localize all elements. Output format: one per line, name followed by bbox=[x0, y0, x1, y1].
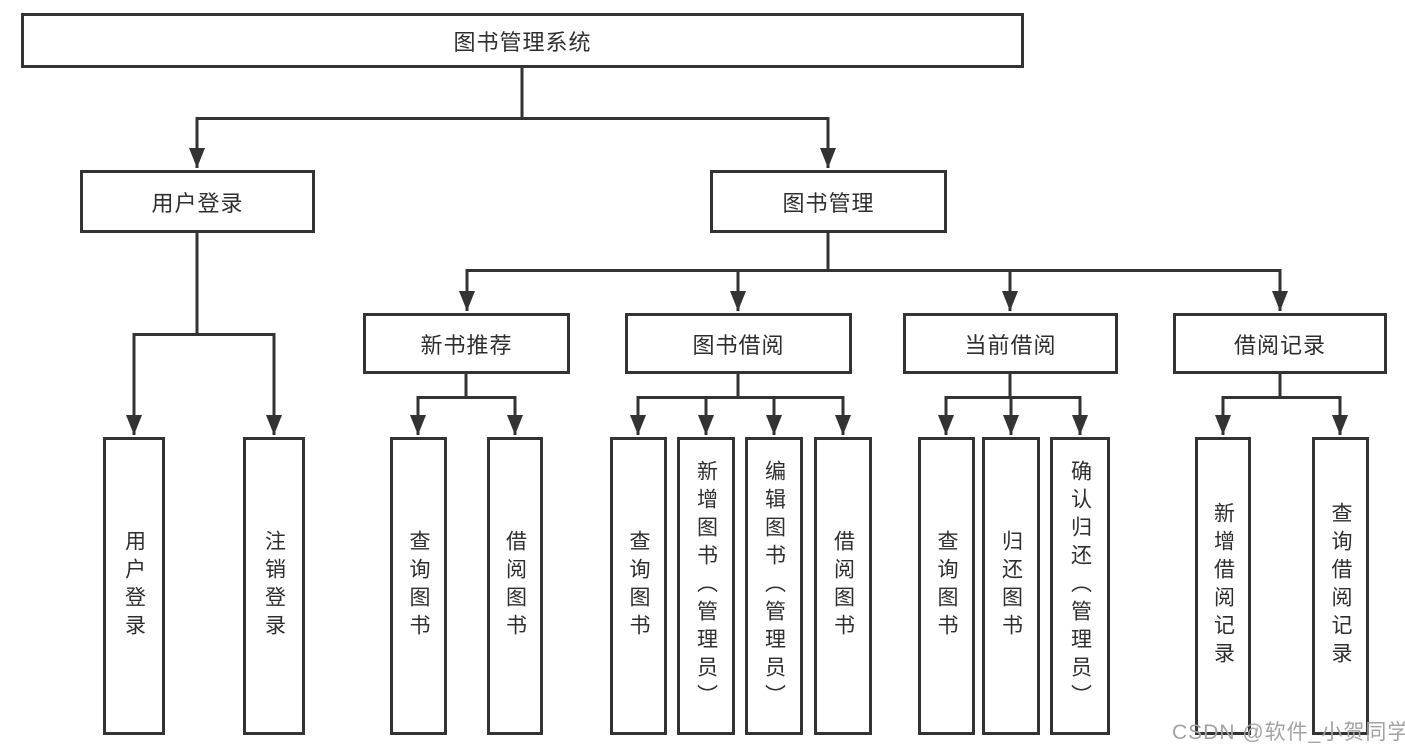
node-root-library-system: 图书管理系统 bbox=[21, 13, 1024, 68]
leaf-return-book: 归还图书 bbox=[982, 437, 1040, 735]
leaf-query-borrow-record: 查询借阅记录 bbox=[1312, 437, 1369, 735]
node-current-borrowing: 当前借阅 bbox=[903, 313, 1118, 374]
csdn-watermark: CSDN @软件_小贺同学 bbox=[1172, 721, 1405, 744]
leaf-borrow-books-borrowing: 借阅图书 bbox=[814, 437, 872, 735]
leaf-edit-book-admin: 编辑图书（管理员） bbox=[745, 437, 803, 735]
node-book-borrowing: 图书借阅 bbox=[625, 313, 852, 374]
leaf-query-books-recommend: 查询图书 bbox=[390, 437, 447, 735]
leaf-add-book-admin: 新增图书（管理员） bbox=[677, 437, 735, 735]
leaf-borrow-books-recommend: 借阅图书 bbox=[487, 437, 543, 735]
leaf-add-borrow-record: 新增借阅记录 bbox=[1195, 437, 1251, 735]
node-new-book-recommend: 新书推荐 bbox=[363, 313, 570, 374]
connector-group bbox=[126, 66, 1348, 435]
leaf-user-login: 用户登录 bbox=[103, 437, 165, 735]
leaf-confirm-return-admin: 确认归还（管理员） bbox=[1050, 437, 1110, 735]
leaf-logout: 注销登录 bbox=[243, 437, 305, 735]
node-borrowing-records: 借阅记录 bbox=[1173, 313, 1387, 374]
leaf-query-books-borrowing: 查询图书 bbox=[610, 437, 667, 735]
node-book-management: 图书管理 bbox=[710, 170, 947, 233]
node-user-login: 用户登录 bbox=[80, 170, 315, 233]
leaf-query-books-current: 查询图书 bbox=[918, 437, 975, 735]
